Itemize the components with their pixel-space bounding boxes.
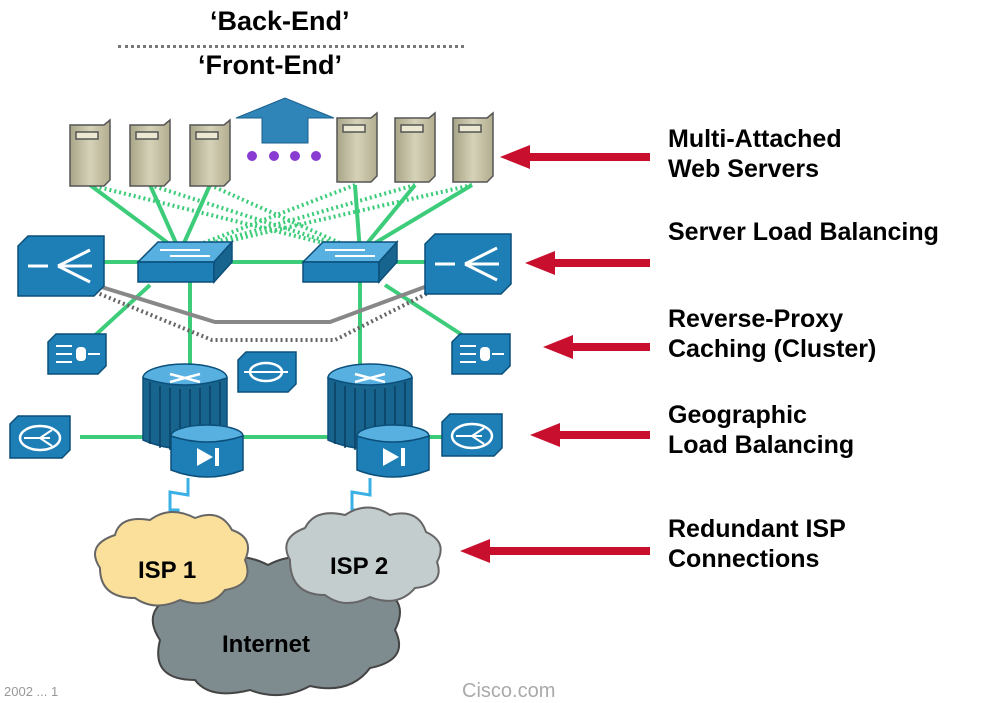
label-line: Web Servers <box>668 155 820 183</box>
label-web-servers: Multi-Attached Web Servers <box>668 124 842 184</box>
cache-engine-icon <box>451 333 511 375</box>
label-reverse-proxy: Reverse-Proxy Caching (Cluster) <box>668 304 876 364</box>
label-redundant-isp: Redundant ISP Connections <box>668 514 846 574</box>
internet-label: Internet <box>222 631 311 658</box>
label-line: Connections <box>668 545 820 573</box>
label-line: Geographic <box>668 401 807 429</box>
arrow-left-icon <box>530 423 650 447</box>
callout-arrows <box>460 145 650 563</box>
web-servers <box>69 111 494 187</box>
content-switch-icon <box>237 351 297 393</box>
router-icon <box>142 363 228 451</box>
separator-line <box>118 45 464 48</box>
label-geographic-lb: Geographic Load Balancing <box>668 400 854 460</box>
server-links <box>80 183 474 439</box>
back-end-label: ‘Back-End’ <box>210 6 350 36</box>
label-line: Caching (Cluster) <box>668 335 877 363</box>
server-icon <box>69 118 111 187</box>
isp1-label: ISP 1 <box>138 557 197 584</box>
server-dotted-links <box>89 183 473 254</box>
arrow-left-icon <box>525 251 650 275</box>
ellipsis-dots <box>247 151 321 161</box>
director-icon <box>441 413 503 457</box>
server-icon <box>189 118 231 187</box>
up-arrow-icon <box>235 97 335 144</box>
server-icon <box>336 111 378 183</box>
load-balancer-icon <box>424 233 512 295</box>
footer-brand: Cisco.com <box>462 680 556 702</box>
cache-engine-icon <box>47 333 107 375</box>
arrow-left-icon <box>500 145 650 169</box>
firewall-icon <box>356 424 430 478</box>
label-server-load-balancing: Server Load Balancing <box>668 217 939 247</box>
label-line: Multi-Attached <box>668 125 842 153</box>
label-line: Redundant ISP <box>668 515 846 543</box>
isp2-label: ISP 2 <box>330 553 389 580</box>
firewall-icon <box>170 424 244 478</box>
label-line: Load Balancing <box>668 431 855 459</box>
arrow-left-icon <box>543 335 650 359</box>
switch-icon <box>136 240 234 284</box>
server-icon <box>394 111 436 183</box>
switch-icon <box>301 240 399 284</box>
director-icon <box>9 415 71 459</box>
front-end-label: ‘Front-End’ <box>198 50 342 80</box>
server-icon <box>129 118 171 187</box>
arrow-left-icon <box>460 539 650 563</box>
isp2-cloud <box>285 506 442 604</box>
label-line: Server Load Balancing <box>668 218 939 246</box>
load-balancer-icon <box>17 235 105 297</box>
server-icon <box>452 111 494 183</box>
footer-left: 2002 ... 1 <box>4 684 59 699</box>
label-line: Reverse-Proxy <box>668 305 844 333</box>
isp1-cloud <box>94 511 249 607</box>
cluster-loop <box>94 283 431 324</box>
